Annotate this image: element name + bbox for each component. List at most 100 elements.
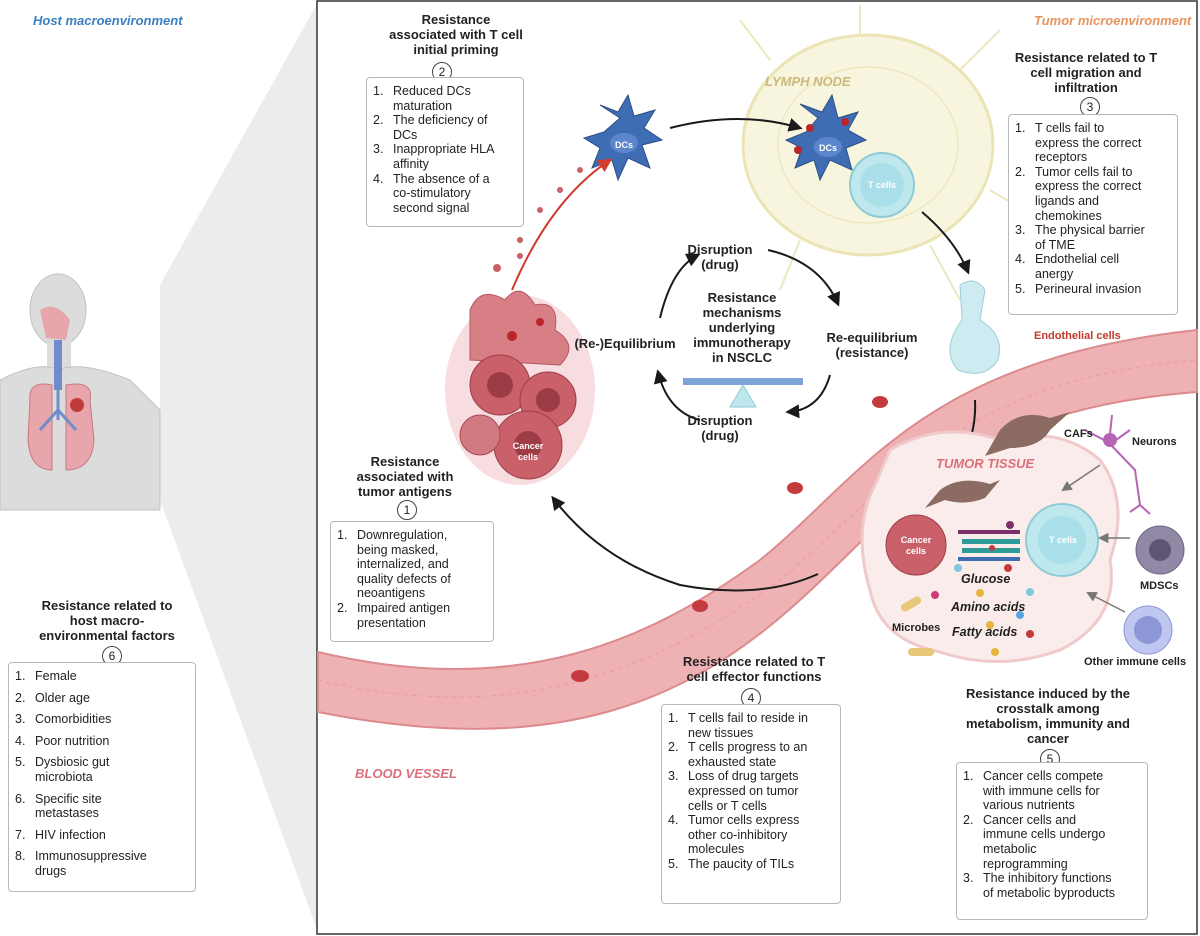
panel-3-title-line-1: Resistance related to T — [1014, 50, 1158, 65]
antigen-particles — [493, 167, 583, 272]
list-item-text: Specific site — [35, 791, 102, 806]
panel-1-title-line-2: associated with — [356, 469, 454, 484]
cancer-cell-tumor — [885, 514, 947, 576]
list-item-number: 2. — [337, 600, 348, 615]
panel-1-title-line-1: Resistance — [370, 454, 440, 469]
endothelial-cells-label: Endothelial cells — [1034, 330, 1121, 342]
list-item-number: 3. — [373, 142, 384, 157]
list-item-text: presentation — [357, 615, 426, 630]
list-item: 7. HIV infection — [15, 828, 187, 843]
cancer-cells-tumor-label: Cancer cells — [890, 535, 942, 557]
center-title: Resistance mechanisms underlying immunot… — [680, 290, 804, 365]
re-equilibrium-left-label: (Re-)Equilibrium — [574, 336, 676, 351]
disruption-top-line-2: (drug) — [701, 257, 739, 272]
dc-cell-2 — [784, 93, 868, 182]
tumor-tissue-label: TUMOR TISSUE — [936, 456, 1035, 471]
list-item-number: 3. — [15, 712, 26, 727]
list-item-text: DCs — [393, 127, 418, 142]
list-item-text: Tumor cells fail to — [1035, 164, 1133, 179]
list-item-text: Immunosuppressive — [35, 849, 147, 864]
fatty-acids-label: Fatty acids — [952, 625, 1018, 639]
list-item-text: being masked, — [357, 542, 439, 557]
list-item-text: The physical barrier — [1035, 223, 1145, 238]
re-equilibrium-right-line-2: (resistance) — [835, 345, 909, 360]
list-item-text: Downregulation, — [357, 528, 448, 542]
lymph-node-label: LYMPH NODE — [765, 74, 851, 89]
panel-1-number: 1 — [397, 500, 417, 520]
disruption-bottom-line-2: (drug) — [701, 428, 739, 443]
zoom-wedge — [160, 2, 318, 932]
panel-6-title-line-3: environmental factors — [39, 628, 175, 643]
list-item-text: Female — [35, 669, 77, 683]
list-item-number: 1. — [963, 769, 974, 783]
list-item-text: quality defects of — [357, 571, 451, 586]
list-item-text: new tissues — [688, 725, 754, 740]
list-item-number: 7. — [15, 827, 26, 842]
list-item-text: Inappropriate HLA — [393, 142, 495, 157]
list-item: 5.The paucity of TILs — [668, 857, 832, 872]
list-item-text: with immune cells for — [983, 783, 1100, 798]
list-item-text: microbiota — [35, 769, 93, 784]
panel-1-box: 1.Downregulation,being masked,internaliz… — [330, 521, 494, 642]
neurons-label: Neurons — [1132, 436, 1177, 448]
list-item-text: drugs — [35, 863, 67, 878]
list-item-text: express the correct — [1035, 179, 1142, 194]
panel-6-title-line-1: Resistance related to — [41, 598, 173, 613]
list-item-text: affinity — [393, 156, 429, 171]
panel-3-title-line-3: infiltration — [1054, 80, 1118, 95]
panel-5-title-line-2: crosstalk among — [996, 701, 1100, 716]
list-item-text: The paucity of TILs — [688, 856, 795, 871]
list-item: 3.Comorbidities — [15, 712, 187, 727]
extravasating-t-cell — [949, 280, 1000, 374]
list-item-number: 2. — [963, 812, 974, 827]
center-title-line-5: in NSCLC — [712, 350, 772, 365]
list-item-number: 3. — [1015, 223, 1026, 238]
cancer-cells-main-line-2: cells — [517, 452, 539, 462]
re-equilibrium-right-label: Re-equilibrium (resistance) — [820, 330, 924, 360]
list-item-text: maturation — [393, 98, 453, 113]
disruption-bottom-label: Disruption (drug) — [680, 413, 760, 443]
caf-cell-2 — [925, 480, 1000, 508]
list-item-text: of metabolic byproducts — [983, 885, 1116, 900]
list-item-text: HIV infection — [35, 827, 106, 842]
panel-6-title-line-2: host macro- — [69, 613, 145, 628]
tumor-microenvironment-label: Tumor microenvironment — [1034, 13, 1192, 28]
list-item-text: co-stimulatory — [393, 186, 471, 201]
panel-2-title-line-1: Resistance — [421, 12, 491, 27]
blood-vessel — [317, 328, 1198, 730]
dcs-label-1: DCs — [614, 140, 633, 150]
panel-2-title-line-3: initial priming — [413, 42, 499, 57]
disruption-top-line-1: Disruption — [687, 242, 753, 257]
t-cells-ln-label: T cells — [867, 180, 896, 190]
list-item-number: 4. — [1015, 252, 1026, 267]
dcs-label-2: DCs — [818, 143, 837, 153]
list-item-text: neoantigens — [357, 586, 426, 601]
list-item-number: 2. — [373, 113, 384, 128]
list-item-text: Cancer cells compete — [983, 769, 1104, 783]
panel-3-title-line-2: cell migration and — [1030, 65, 1142, 80]
list-item-number: 4. — [668, 813, 679, 828]
arrow-tumor-to-cancer — [551, 495, 819, 592]
other-immune-cells-label: Other immune cells — [1084, 656, 1187, 668]
list-item: 2.Older age — [15, 691, 187, 706]
list-item-text: of TME — [1035, 237, 1076, 252]
panel-4-title-line-1: Resistance related to T — [682, 654, 826, 669]
microbes-shapes — [900, 596, 934, 656]
list-item-text: reprogramming — [983, 856, 1068, 871]
arrow-dc-to-ln — [669, 118, 803, 132]
